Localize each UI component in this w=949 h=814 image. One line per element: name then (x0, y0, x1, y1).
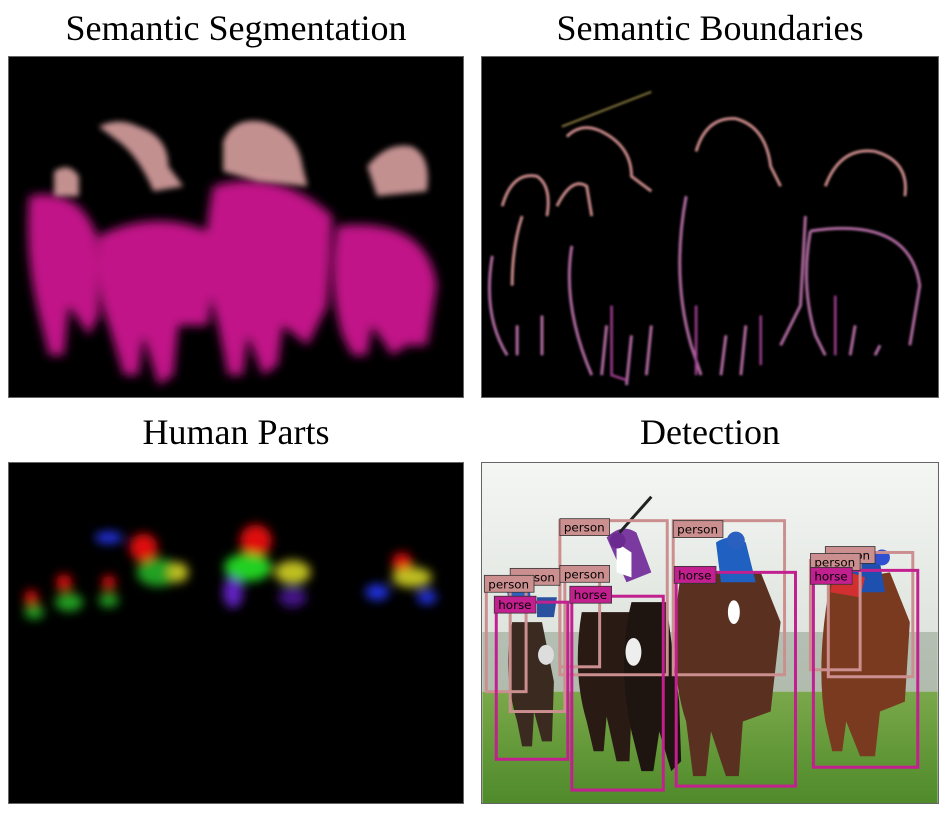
label-person-text: person (564, 567, 605, 581)
title-detection: Detection (640, 412, 780, 452)
title-semantic-boundaries: Semantic Boundaries (556, 8, 864, 48)
human-parts-panel (8, 462, 464, 804)
label-person-4: person (483, 574, 535, 593)
label-horse-2: horse (569, 585, 612, 604)
label-person-5: person (559, 564, 610, 583)
semantic-boundaries-panel (481, 56, 939, 398)
segmentation-mask-image (27, 120, 437, 386)
label-horse-text: horse (574, 588, 607, 602)
label-horse-text: horse (814, 569, 847, 583)
label-person-7: person (810, 553, 861, 571)
detection-panel: person person person person person perso… (481, 462, 939, 804)
label-horse-1: horse (493, 595, 537, 614)
label-horse-3: horse (673, 565, 717, 584)
label-person-1: person (559, 518, 610, 536)
label-horse-text: horse (678, 568, 711, 582)
detection-image: person person person person person perso… (482, 463, 938, 803)
title-semantic-segmentation: Semantic Segmentation (65, 8, 407, 48)
boundaries-map-image (487, 90, 922, 386)
label-person-text: person (488, 577, 529, 591)
semantic-segmentation-panel (8, 56, 464, 398)
human-parts-map-image (24, 524, 437, 620)
label-person-text: person (814, 555, 855, 569)
label-person-2: person (672, 520, 724, 538)
title-human-parts: Human Parts (142, 412, 330, 452)
label-horse-text: horse (498, 598, 531, 612)
label-person-text: person (564, 521, 605, 535)
label-person-text: person (677, 523, 718, 537)
detection-labels: person person person person person perso… (483, 518, 876, 614)
detection-boxes (484, 519, 920, 792)
label-horse-4: horse (810, 566, 853, 585)
